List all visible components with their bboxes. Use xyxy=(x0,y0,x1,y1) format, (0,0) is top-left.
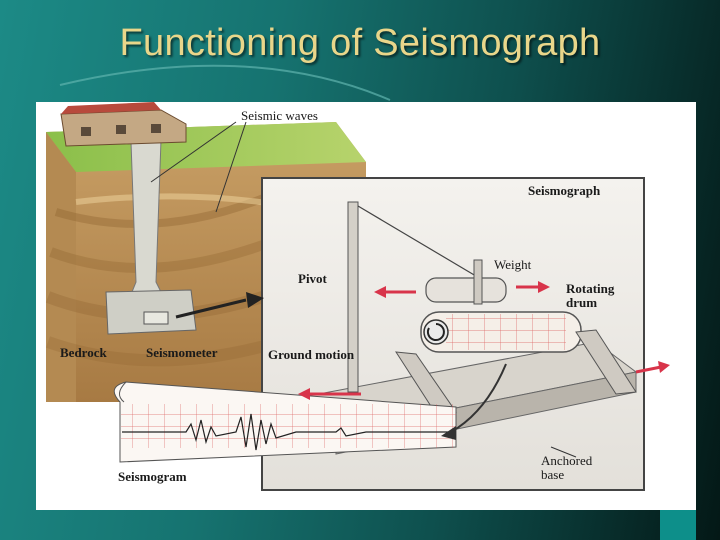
label-pivot: Pivot xyxy=(298,271,327,286)
label-bedrock: Bedrock xyxy=(60,345,107,360)
label-seismogram: Seismogram xyxy=(118,469,187,484)
label-seismometer: Seismometer xyxy=(146,345,218,360)
label-rotating: Rotating xyxy=(566,281,615,296)
label-seismic-waves: Seismic waves xyxy=(241,108,318,123)
motion-arrows xyxy=(175,281,670,458)
label-ground-motion: Ground motion xyxy=(268,347,355,362)
label-drum: drum xyxy=(566,295,598,310)
label-weight: Weight xyxy=(494,257,532,272)
label-base: base xyxy=(541,467,565,482)
label-seismograph: Seismograph xyxy=(528,183,601,198)
slide-title: Functioning of Seismograph xyxy=(119,22,601,64)
seismogram-strip xyxy=(113,381,457,463)
label-anchored: Anchored xyxy=(541,453,593,468)
diagram-illustration xyxy=(45,102,670,491)
corner-accent xyxy=(660,510,696,540)
seismograph-diagram: Seismic waves Seismograph Weight Pivot R… xyxy=(36,102,696,510)
